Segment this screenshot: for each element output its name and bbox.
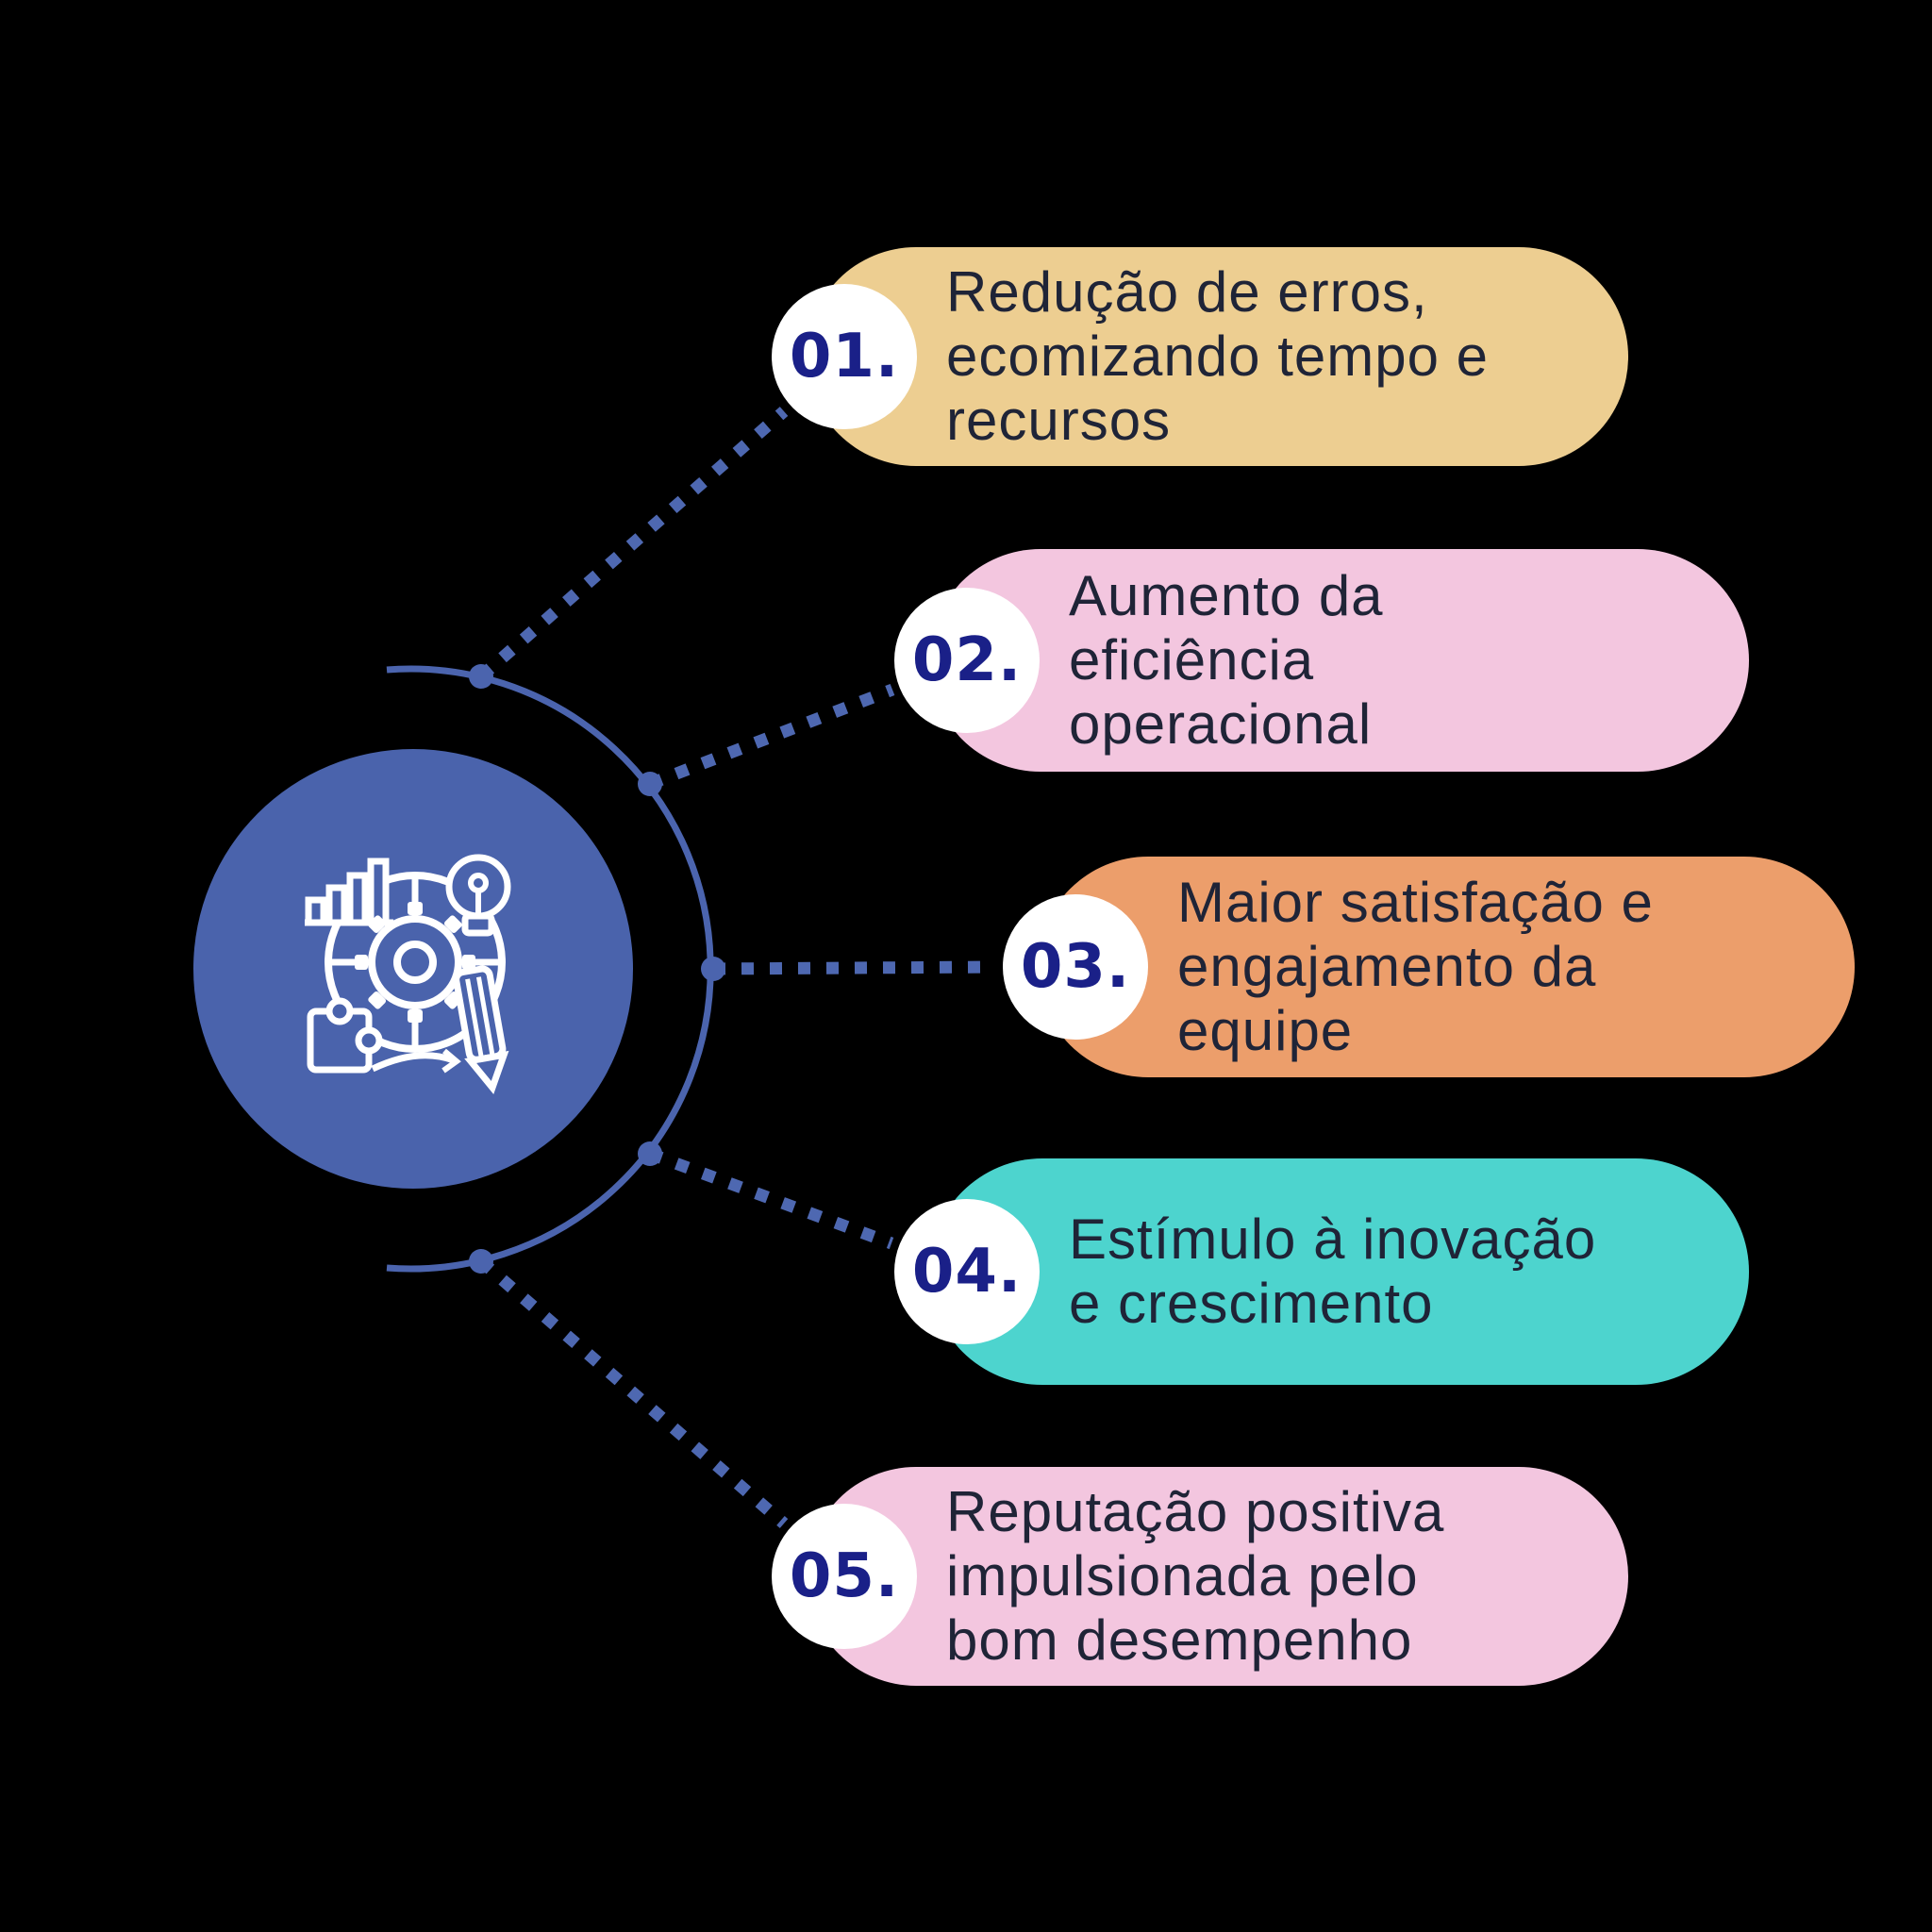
connector-line-5: [476, 1257, 789, 1528]
benefit-text-line: e crescimento: [1069, 1272, 1434, 1335]
arc-nodes: [469, 664, 725, 1274]
connector-line-3: [712, 960, 996, 975]
bar-chart-icon: [305, 858, 393, 926]
number-badge-3: 03.: [1003, 894, 1148, 1040]
hub-circle: [193, 749, 633, 1189]
benefit-pill-3: Maior satisfação e engajamento da equipe: [1038, 857, 1855, 1077]
number-badge-5: 05.: [772, 1504, 917, 1649]
connector-dotted-lines: [476, 407, 996, 1528]
benefit-pill-2: Aumento da eficiência operacional: [929, 549, 1749, 772]
lightbulb-icon: [445, 854, 511, 937]
number-label: 02.: [911, 625, 1023, 695]
arrow-icon: [371, 1048, 461, 1074]
arc-node-2: [638, 772, 662, 796]
benefit-pill-5: Reputação positiva impulsionada pelo bom…: [807, 1467, 1628, 1686]
arc-node-4: [638, 1141, 662, 1166]
process-optimization-icon: [305, 854, 511, 1094]
benefit-text-line: equipe: [1177, 999, 1354, 1062]
benefit-text-line: eficiência: [1069, 628, 1315, 691]
connector-line-1: [476, 407, 789, 681]
benefit-text-line: Maior satisfação e: [1177, 871, 1654, 934]
benefit-text-line: impulsionada pelo: [946, 1544, 1419, 1607]
gear-icon: [355, 902, 475, 1023]
benefit-text-line: Aumento da: [1069, 564, 1384, 627]
benefit-text-line: bom desempenho: [946, 1608, 1413, 1672]
number-label: 05.: [789, 1541, 900, 1611]
arc-node-1: [469, 664, 493, 689]
number-label: 03.: [1020, 932, 1131, 1002]
benefit-pill-4: Estímulo à inovação e crescimento: [929, 1158, 1749, 1385]
number-label: 04.: [911, 1237, 1023, 1307]
number-label: 01.: [789, 322, 900, 391]
arc-node-3: [701, 957, 725, 981]
puzzle-icon: [307, 997, 383, 1074]
pencil-icon: [453, 965, 509, 1094]
connector-line-2: [647, 683, 895, 791]
benefit-text-line: recursos: [946, 389, 1172, 452]
benefit-text-line: Estímulo à inovação: [1069, 1208, 1597, 1271]
benefit-text-line: Reputação positiva: [946, 1480, 1445, 1543]
connector-line-4: [647, 1147, 894, 1250]
number-badge-2: 02.: [894, 588, 1040, 733]
benefit-text-line: ecomizando tempo e: [946, 325, 1489, 388]
arc-node-5: [469, 1249, 493, 1274]
benefit-text-line: Redução de erros,: [946, 260, 1428, 324]
benefit-pill-1: Redução de erros, ecomizando tempo e rec…: [807, 247, 1628, 466]
benefit-text-line: engajamento da: [1177, 935, 1597, 998]
number-badge-1: 01.: [772, 284, 917, 429]
number-badge-4: 04.: [894, 1199, 1040, 1344]
benefit-text-line: operacional: [1069, 692, 1373, 756]
